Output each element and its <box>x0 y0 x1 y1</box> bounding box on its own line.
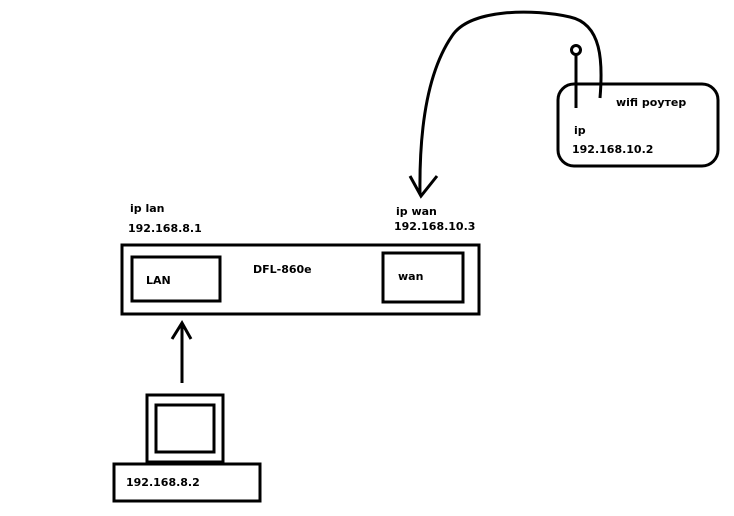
computer-base <box>112 462 262 503</box>
wan-ip-label: ip wan <box>396 205 437 218</box>
lan-ip-label: ip lan <box>130 202 165 215</box>
lan-cable-arrowhead <box>170 320 193 340</box>
firewall-box <box>120 243 481 316</box>
computer-ip: 192.168.8.2 <box>126 476 200 489</box>
router-ip-label: ip <box>574 124 586 137</box>
wan-cable-arrowhead <box>408 175 439 199</box>
lan-ip: 192.168.8.1 <box>128 222 202 235</box>
router-label: wifi роутер <box>616 96 687 109</box>
router-antenna-tip <box>570 44 582 56</box>
lan-port-label: LAN <box>146 274 171 287</box>
wifi-router-box <box>556 82 720 168</box>
computer-screen <box>154 403 216 454</box>
wan-port-label: wan <box>398 270 424 283</box>
wan-port-box <box>381 251 465 304</box>
lan-port-box <box>130 255 222 303</box>
wan-cable <box>418 10 603 195</box>
wan-ip: 192.168.10.3 <box>394 220 476 233</box>
computer-monitor <box>145 393 225 464</box>
firewall-name: DFL-860e <box>253 263 312 276</box>
router-ip: 192.168.10.2 <box>572 143 654 156</box>
